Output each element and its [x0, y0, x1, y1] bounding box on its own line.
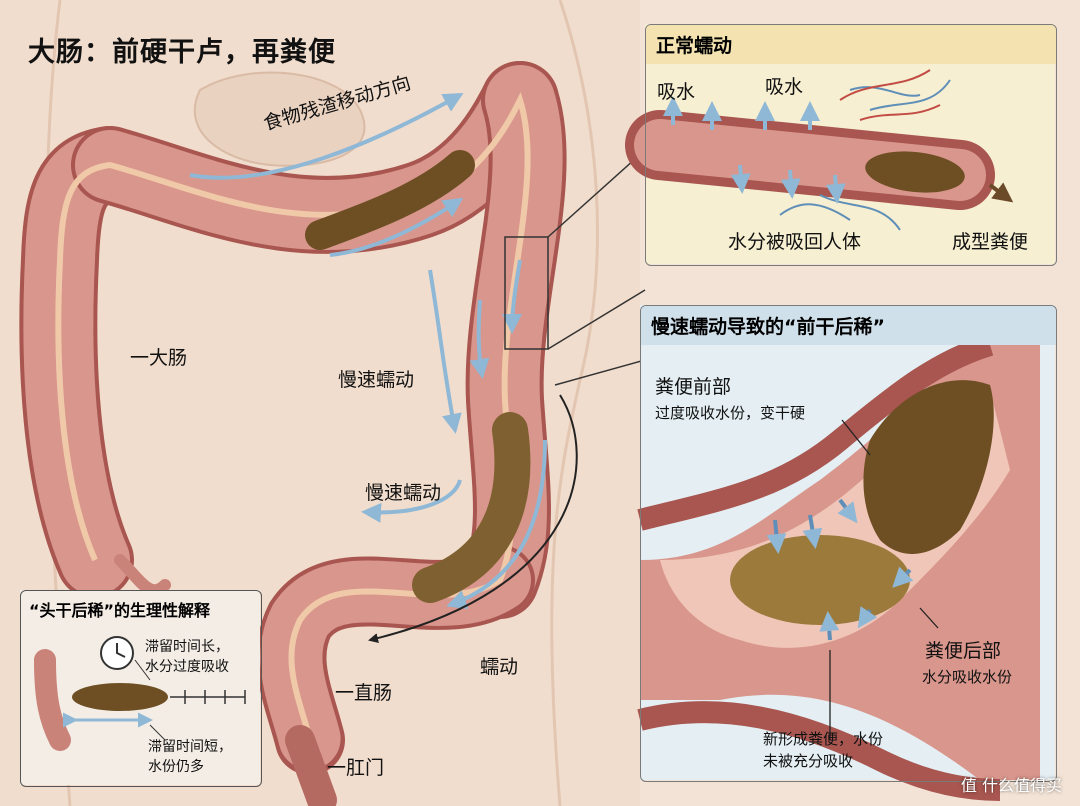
- page-title: 大肠：前硬干卢，再粪便: [28, 37, 336, 68]
- short-retention-label-2: 水份仍多: [148, 759, 204, 775]
- short-retention-label-1: 滞留时间短，: [148, 739, 232, 755]
- slow-peristalsis-panel: 慢速蠕动导致的“前干后稀”: [640, 305, 1057, 782]
- explain-panel-heading: “头干后稀”的生理性解释: [29, 601, 211, 620]
- slow-peristalsis-label-2: 慢速蠕动: [365, 482, 442, 504]
- water-back-label: 水分被吸回人体: [728, 231, 862, 253]
- absorb-label-1: 吸水: [657, 81, 696, 103]
- front-desc-label: 过度吸收水份，变干硬: [655, 404, 806, 422]
- front-title-label: 粪便前部: [655, 376, 732, 398]
- watermark: 值 什么值得买: [960, 776, 1062, 795]
- new-desc-label-2: 未被充分吸收: [763, 752, 854, 770]
- long-retention-label-1: 滞留时间长，: [145, 639, 229, 655]
- normal-peristalsis-panel: 正常蠕动: [645, 24, 1057, 266]
- colon-stool: [305, 150, 531, 603]
- peristalsis-arrow: [368, 394, 578, 644]
- peristalsis-label: 蠕动: [480, 656, 519, 678]
- large-intestine-label: 一大肠: [130, 347, 188, 369]
- explanation-panel: “头干后稀”的生理性解释: [20, 590, 262, 787]
- normal-panel-heading: 正常蠕动: [646, 25, 1056, 64]
- slow-panel-heading: 慢速蠕动导致的“前干后稀”: [641, 306, 1056, 345]
- anus-label: 一肛门: [327, 757, 385, 779]
- rectum-label: 一直肠: [335, 682, 393, 704]
- slow-panel-art: [637, 305, 1055, 801]
- rear-title-label: 粪便后部: [925, 640, 1002, 662]
- long-retention-label-2: 水分过度吸收: [145, 659, 229, 675]
- motion-arrows: [189, 93, 547, 610]
- slow-peristalsis-label-1: 慢速蠕动: [338, 369, 415, 391]
- callout-bracket: [504, 149, 646, 386]
- explain-panel-art: [20, 590, 260, 785]
- new-desc-label-1: 新形成粪便，水份: [763, 730, 884, 748]
- formed-stool-label: 成型粪便: [952, 231, 1029, 253]
- normal-panel-art: [625, 24, 1055, 264]
- rear-desc-label: 水分吸收水份: [922, 668, 1013, 686]
- absorb-label-2: 吸水: [765, 76, 804, 98]
